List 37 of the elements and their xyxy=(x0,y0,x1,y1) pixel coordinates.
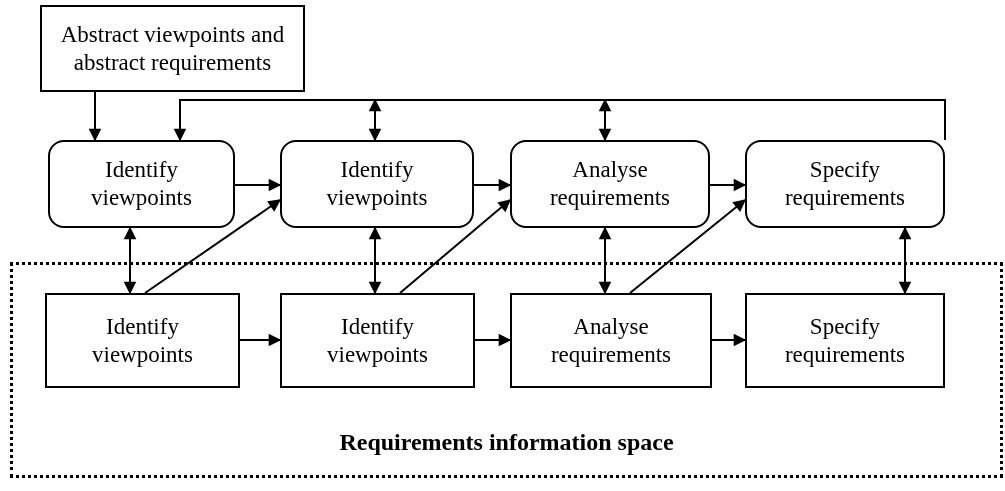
arrow xyxy=(709,178,747,192)
box-label: Analyse requirements xyxy=(548,156,672,212)
box-label: Specify requirements xyxy=(783,312,907,369)
arrow xyxy=(629,199,746,294)
box-label: Identify viewpoints xyxy=(90,156,193,212)
information-box xyxy=(745,293,945,388)
region-label: Requirements information space xyxy=(338,428,675,457)
process-box xyxy=(510,140,710,228)
arrow xyxy=(144,199,282,294)
arrow xyxy=(234,178,282,192)
arrow xyxy=(368,226,382,295)
arrow xyxy=(711,333,747,347)
information-box xyxy=(510,293,712,388)
process-box xyxy=(745,140,945,228)
box-label: Analyse requirements xyxy=(549,312,673,369)
box-label: Abstract viewpoints and abstract requirements xyxy=(59,20,286,77)
process-box xyxy=(280,140,474,228)
information-box xyxy=(280,293,475,388)
arrow xyxy=(473,178,512,192)
arrow xyxy=(173,99,946,142)
box-label: Specify requirements xyxy=(783,156,907,212)
input-box xyxy=(40,5,305,92)
arrow xyxy=(474,333,512,347)
arrow xyxy=(368,98,382,142)
process-box xyxy=(48,140,235,228)
box-label: Identify viewpoints xyxy=(326,312,429,369)
box-label: Identify viewpoints xyxy=(91,312,194,369)
arrow xyxy=(123,226,137,295)
arrow xyxy=(399,199,511,294)
arrow xyxy=(598,98,612,142)
dotted-region xyxy=(10,262,1003,478)
arrow xyxy=(898,226,912,295)
box-label: Identify viewpoints xyxy=(325,156,429,212)
arrow xyxy=(88,91,102,142)
information-box xyxy=(45,293,240,388)
arrow xyxy=(598,226,612,295)
arrow xyxy=(239,333,282,347)
